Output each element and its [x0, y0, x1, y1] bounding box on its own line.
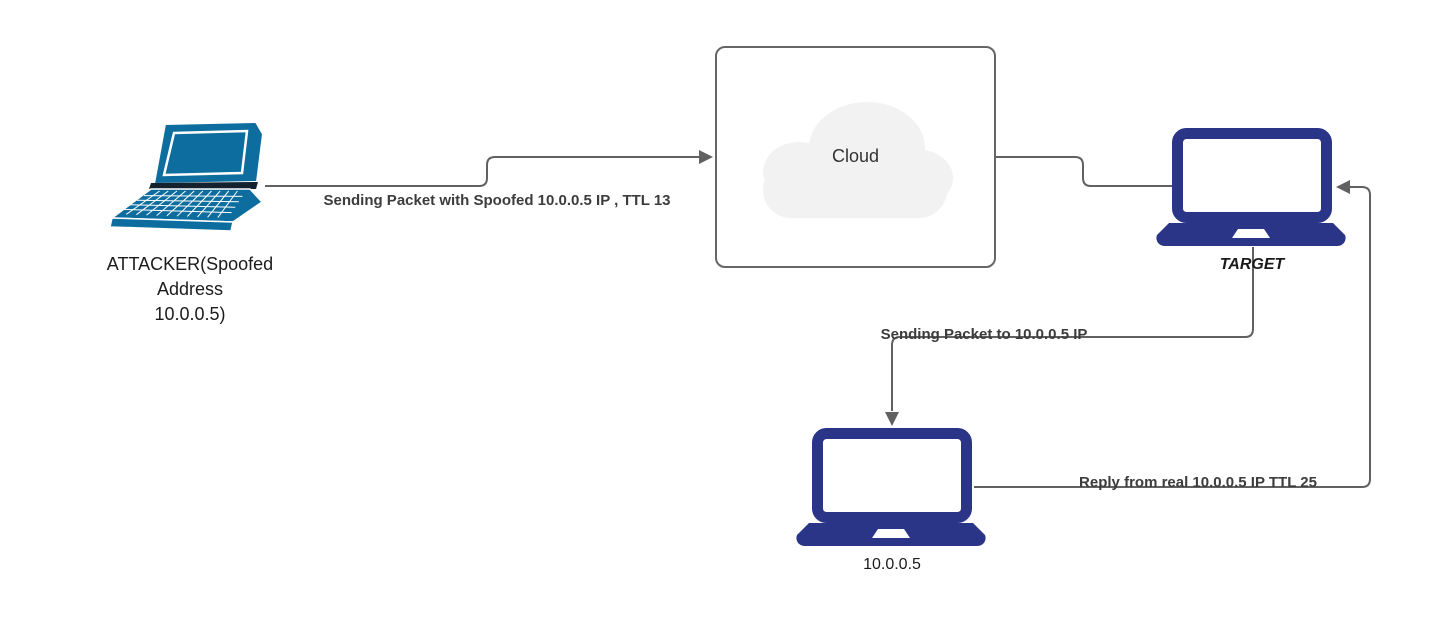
edge-label-real-host-to-target: Reply from real 10.0.0.5 IP TTL 25	[1079, 474, 1317, 491]
cloud-icon	[763, 102, 953, 218]
target-laptop-icon	[1156, 128, 1346, 247]
edge-label-target-to-real-host: Sending Packet to 10.0.0.5 IP	[880, 326, 1088, 343]
real-host-label: 10.0.0.5	[863, 556, 921, 573]
target-label: TARGET	[1219, 256, 1285, 273]
edge-label-attacker-to-cloud: Sending Packet with Spoofed 10.0.0.5 IP …	[323, 192, 671, 209]
real-host-laptop-icon	[796, 428, 986, 547]
edge-real-host-to-target	[974, 186, 1371, 488]
cloud-node: Cloud	[715, 46, 996, 268]
arrowhead-into-target	[1336, 180, 1350, 194]
arrowhead-into-real-host	[885, 412, 899, 426]
edge-cloud-to-target	[996, 156, 1173, 187]
edge-target-to-real-host	[891, 247, 1254, 411]
edge-attacker-to-cloud	[265, 156, 699, 187]
cloud-label: Cloud	[831, 146, 880, 166]
attacker-label: ATTACKER(Spoofed Address 10.0.0.5)	[106, 254, 274, 324]
arrowhead-into-cloud	[699, 150, 713, 164]
attacker-laptop-3d-icon	[109, 121, 265, 232]
